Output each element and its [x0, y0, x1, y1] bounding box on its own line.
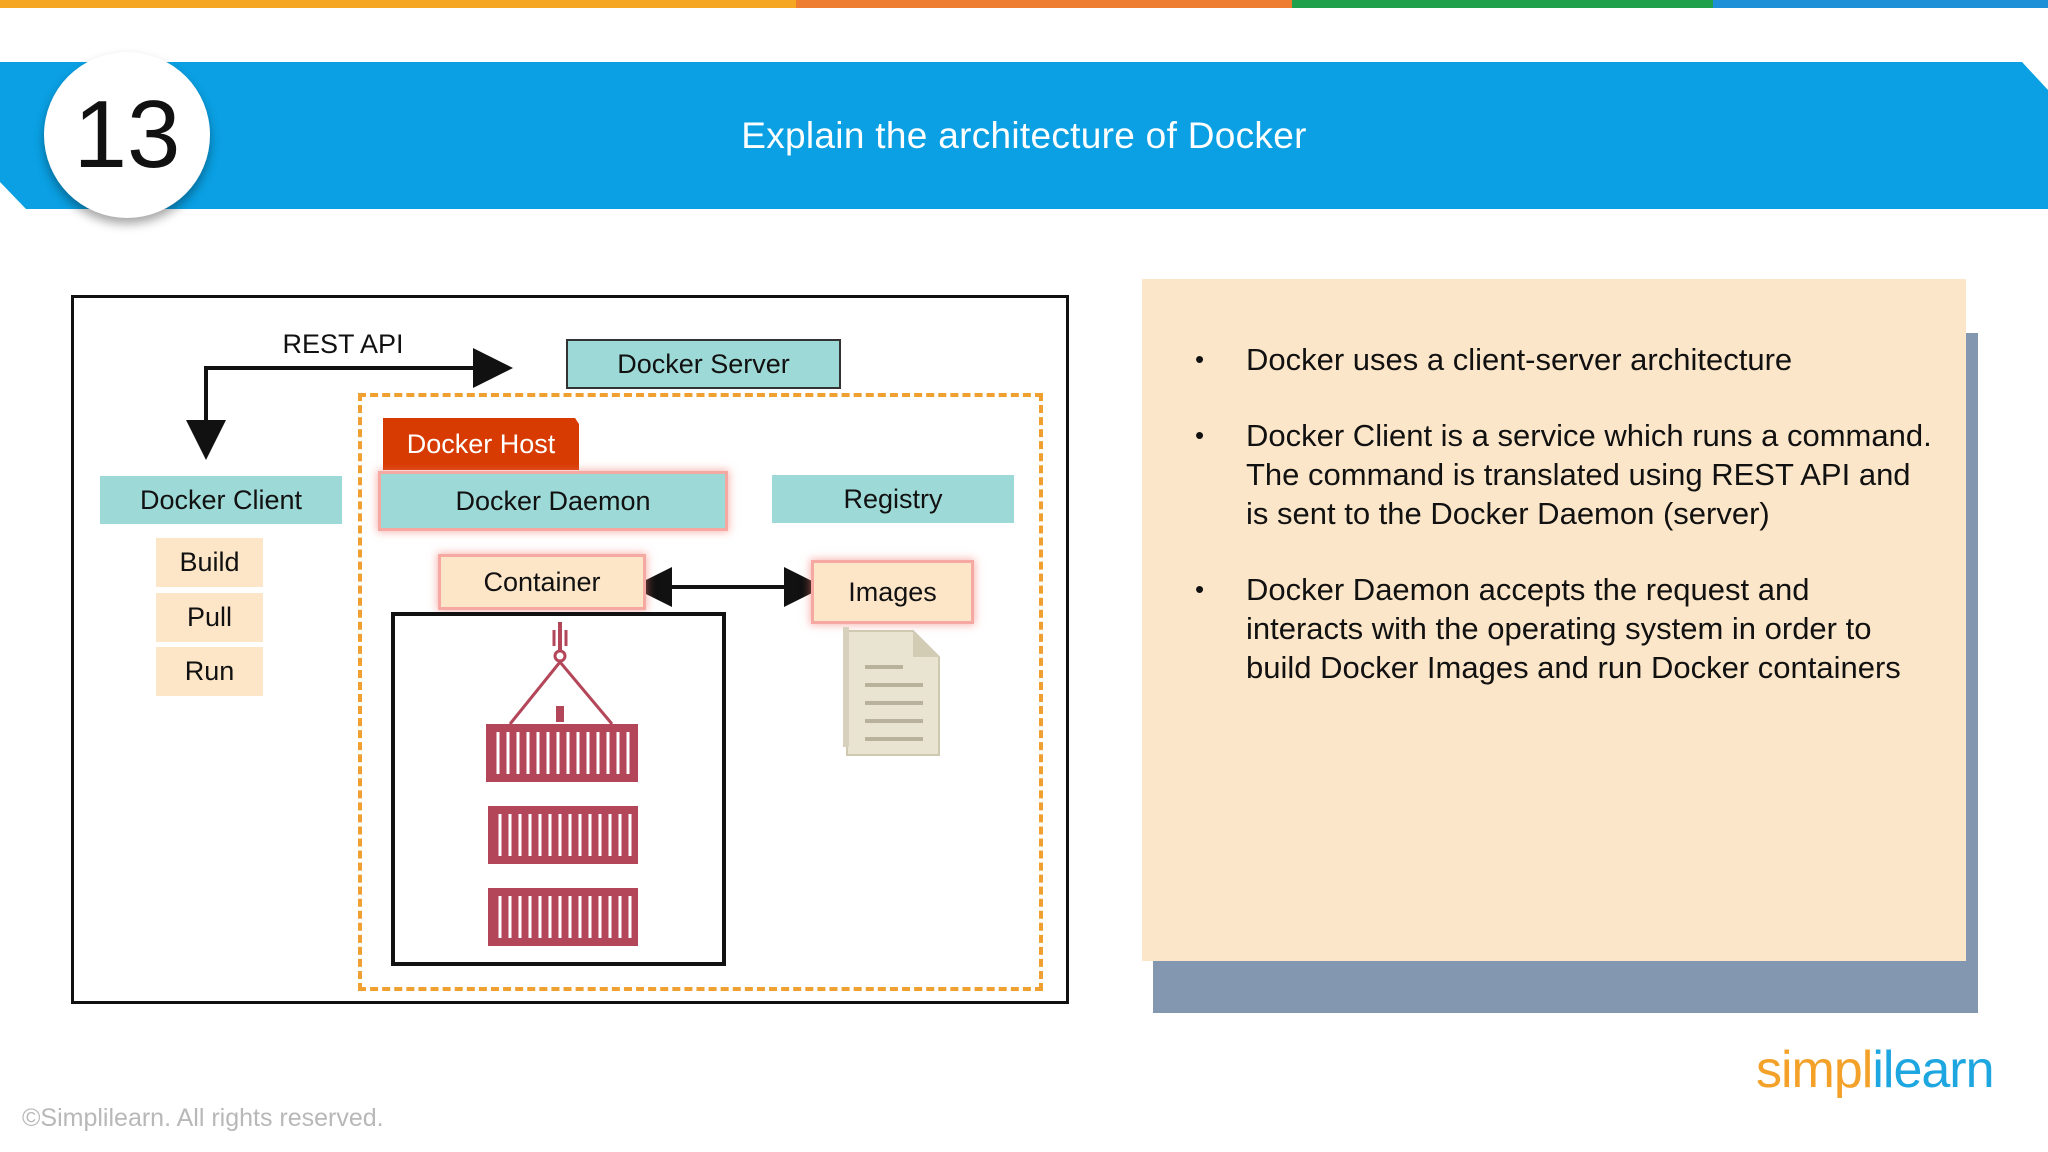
slide-number-badge: 13 — [44, 52, 210, 218]
rest-api-label: REST API — [282, 328, 404, 359]
strip-segment-blue — [1713, 0, 2048, 8]
bullet-item: Docker Daemon accepts the request and in… — [1195, 570, 1935, 687]
simplilearn-logo: simplilearn — [1756, 1040, 1995, 1100]
top-color-strip — [0, 0, 2048, 8]
docker-server-box: Docker Server — [566, 339, 841, 389]
strip-segment-orange — [0, 0, 796, 8]
docker-host-tab: Docker Host — [383, 418, 579, 470]
docker-client-box: Docker Client — [100, 476, 342, 524]
run-command: Run — [156, 647, 263, 696]
container-box: Container — [441, 557, 643, 607]
docker-daemon-box: Docker Daemon — [381, 474, 725, 528]
title-banner — [0, 62, 2048, 209]
architecture-diagram-frame — [71, 295, 1069, 1004]
strip-segment-green — [1292, 0, 1713, 8]
bullet-item: Docker Client is a service which runs a … — [1195, 416, 1935, 533]
info-bullet-list: Docker uses a client-server architecture… — [1195, 340, 1935, 724]
logo-part-2: ilearn — [1872, 1041, 1994, 1099]
logo-part-1: simpl — [1756, 1041, 1873, 1099]
docker-host-boundary — [358, 393, 1043, 991]
strip-segment-red-orange — [796, 0, 1292, 8]
shipping-container-3 — [488, 888, 638, 946]
bullet-item: Docker uses a client-server architecture — [1195, 340, 1935, 379]
images-box: Images — [814, 563, 971, 621]
copyright-text: ©Simplilearn. All rights reserved. — [22, 1104, 384, 1132]
build-command: Build — [156, 538, 263, 587]
document-icon — [843, 627, 940, 756]
pull-command: Pull — [156, 593, 263, 642]
registry-box: Registry — [772, 475, 1014, 523]
shipping-container-2 — [488, 806, 638, 864]
shipping-container-1 — [486, 724, 638, 782]
crane-containers-icon — [486, 622, 638, 946]
slide-title: Explain the architecture of Docker — [741, 114, 1307, 156]
